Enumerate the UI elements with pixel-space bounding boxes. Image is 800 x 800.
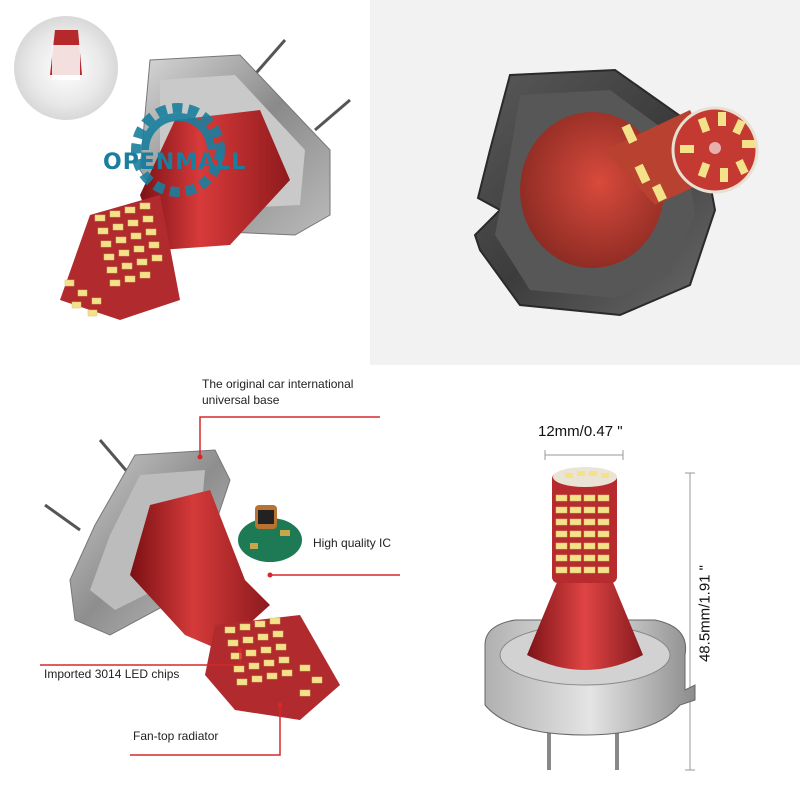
- openmall-logo-gear-icon: [131, 103, 225, 197]
- callout-ic: High quality IC: [313, 536, 392, 550]
- dimension-lines: [544, 450, 695, 771]
- ic-board-icon: [238, 505, 302, 562]
- callout-lines: [40, 416, 400, 756]
- bulb-illustration-annotated: [40, 416, 400, 756]
- dimension-width-label: 12mm/0.47 ": [538, 423, 623, 440]
- openmall-watermark: OPENMALL: [103, 150, 247, 175]
- callout-radiator: Fan-top radiator: [133, 729, 219, 743]
- product-photo-annotated: The original car international universal…: [0, 365, 430, 800]
- product-photo-front: [370, 0, 800, 365]
- product-photo-dimensions: 12mm/0.47 " 48.5mm/1.91 ": [415, 365, 800, 800]
- dimension-height-label: 48.5mm/1.91 ": [696, 564, 714, 663]
- bulb-illustration-angled: [14, 16, 351, 320]
- callout-chips: Imported 3014 LED chips: [44, 667, 180, 681]
- callout-base-line2: universal base: [202, 393, 280, 407]
- product-photo-angled: OPENMALL: [0, 0, 400, 370]
- bulb-illustration-front: [473, 68, 759, 317]
- callout-base-line1: The original car international: [202, 377, 354, 391]
- bulb-illustration-dimensions: [484, 450, 696, 771]
